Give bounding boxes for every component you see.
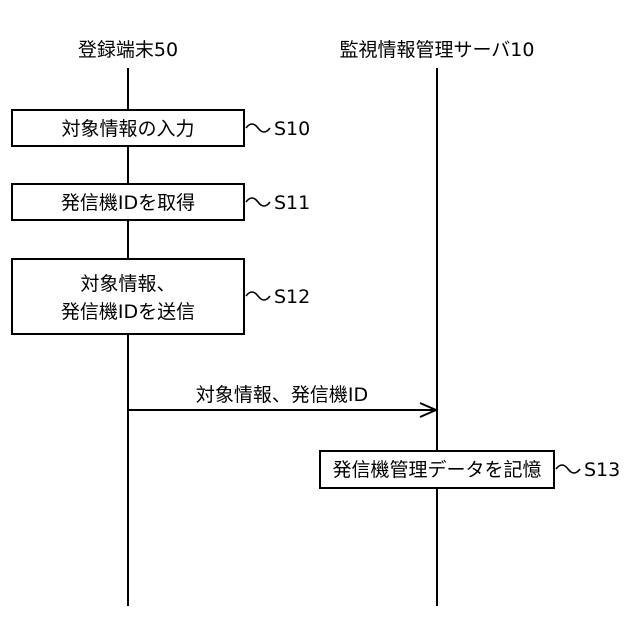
step-s10-tag: S10 [274,118,310,140]
step-s13-tag: S13 [584,459,620,481]
step-s10: 対象情報の入力 S10 [12,110,310,146]
step-s10-text: 対象情報の入力 [61,118,194,140]
step-s11-text: 発信機IDを取得 [61,192,195,214]
step-s13: 発信機管理データを記憶 S13 [320,451,620,488]
step-s12-line2: 発信機IDを送信 [61,301,195,323]
step-s11-tag: S11 [274,192,310,214]
lifeline-label-terminal: 登録端末50 [78,39,178,61]
step-s12: 対象情報、 発信機IDを送信 S12 [12,259,310,334]
step-s10-connector [246,124,270,132]
step-s12-line1: 対象情報、 [80,273,175,295]
step-s11: 発信機IDを取得 S11 [12,184,310,220]
step-s11-connector [246,198,270,206]
step-s13-connector [556,465,580,473]
step-s12-connector [246,292,270,300]
lifeline-label-server: 監視情報管理サーバ10 [340,39,535,61]
step-s12-tag: S12 [274,286,310,308]
message-label: 対象情報、発信機ID [196,384,368,406]
step-s13-text: 発信機管理データを記憶 [332,459,541,481]
message: 対象情報、発信機ID [128,384,436,417]
